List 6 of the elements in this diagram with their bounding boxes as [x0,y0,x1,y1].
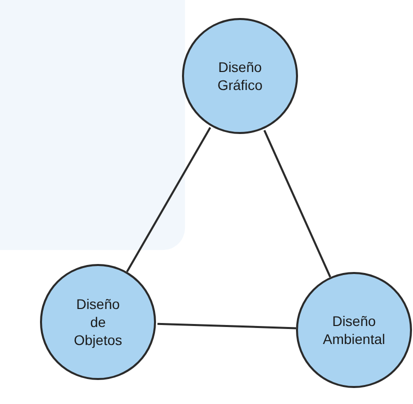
connector-line [263,130,332,278]
node-label: Diseño Gráfico [216,58,264,94]
connector-line [126,127,212,272]
connector-line [157,322,296,330]
node-label: Diseño de Objetos [72,294,124,350]
node-label: Diseño Ambiental [322,312,386,348]
